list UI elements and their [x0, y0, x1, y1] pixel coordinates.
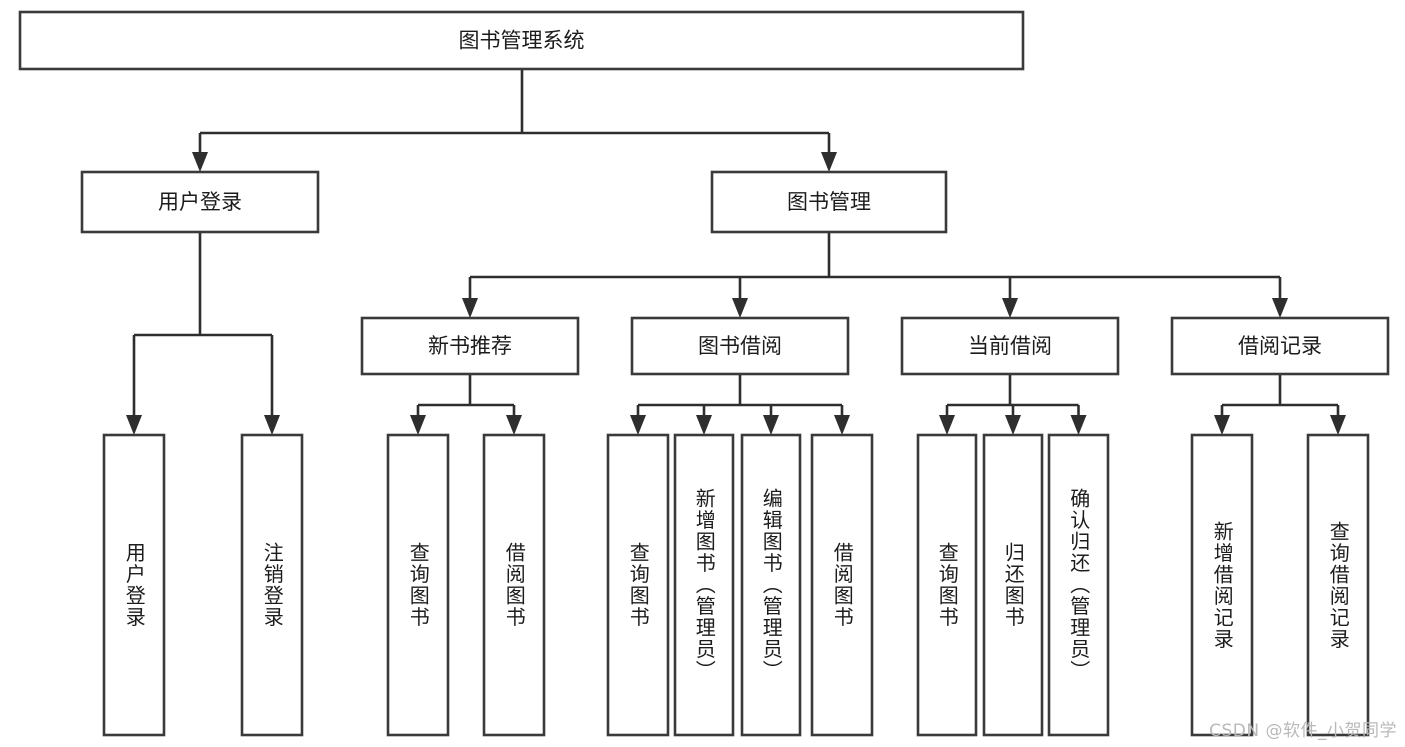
arrow-head-icon	[462, 298, 478, 318]
node-box-new-book-rec[interactable]	[360, 316, 580, 376]
arrow-head-icon	[630, 415, 646, 435]
arrow-head-icon	[264, 415, 280, 435]
node-box-leaf-add-book[interactable]	[673, 433, 735, 737]
arrow-head-icon	[1005, 415, 1021, 435]
arrow-head-icon	[1330, 415, 1346, 435]
arrow-head-icon	[126, 415, 142, 435]
arrow-head-icon	[410, 415, 426, 435]
node-box-book-manage[interactable]	[710, 170, 948, 234]
arrow-head-icon	[696, 415, 712, 435]
arrow-head-icon	[1002, 298, 1018, 318]
node-box-leaf-user-login[interactable]	[102, 433, 166, 737]
arrow-head-icon	[821, 152, 837, 172]
arrow-head-icon	[763, 415, 779, 435]
node-label-root: 图书管理系统	[459, 29, 585, 53]
boxes-layer	[18, 10, 1390, 737]
arrow-head-icon	[732, 298, 748, 318]
node-box-root[interactable]	[18, 10, 1025, 71]
node-box-leaf-return-book[interactable]	[982, 433, 1044, 737]
node-box-current-borrow[interactable]	[900, 316, 1120, 376]
node-label-book-manage: 图书管理	[787, 190, 871, 214]
node-box-leaf-borrow-book-1[interactable]	[482, 433, 546, 737]
node-box-leaf-user-logout[interactable]	[240, 433, 304, 737]
node-box-leaf-query-book-2[interactable]	[606, 433, 670, 737]
arrow-head-icon	[834, 415, 850, 435]
watermark: CSDN @软件_小贺同学	[1209, 721, 1397, 741]
node-box-borrow-record[interactable]	[1170, 316, 1390, 376]
arrow-head-icon	[192, 152, 208, 172]
arrow-head-icon	[1070, 415, 1087, 435]
node-box-leaf-add-record[interactable]	[1190, 433, 1254, 737]
node-box-user-login[interactable]	[80, 170, 320, 234]
node-label-new-book-rec: 新书推荐	[428, 334, 512, 358]
node-label-book-borrow: 图书借阅	[698, 334, 782, 358]
arrow-head-icon	[939, 415, 955, 435]
arrow-head-icon	[1214, 415, 1230, 435]
node-label-current-borrow: 当前借阅	[968, 334, 1052, 358]
arrow-head-icon	[506, 415, 522, 435]
node-box-leaf-edit-book[interactable]	[740, 433, 802, 737]
node-box-leaf-query-book-3[interactable]	[916, 433, 978, 737]
node-box-leaf-query-record[interactable]	[1306, 433, 1370, 737]
node-box-leaf-confirm-return[interactable]	[1047, 433, 1110, 737]
node-label-user-login: 用户登录	[158, 190, 242, 214]
node-box-leaf-borrow-book-2[interactable]	[810, 433, 874, 737]
arrow-head-icon	[1272, 298, 1288, 318]
node-box-leaf-query-book-1[interactable]	[386, 433, 450, 737]
node-label-borrow-record: 借阅记录	[1238, 334, 1322, 358]
connectors-layer	[126, 69, 1346, 435]
node-box-book-borrow[interactable]	[630, 316, 850, 376]
